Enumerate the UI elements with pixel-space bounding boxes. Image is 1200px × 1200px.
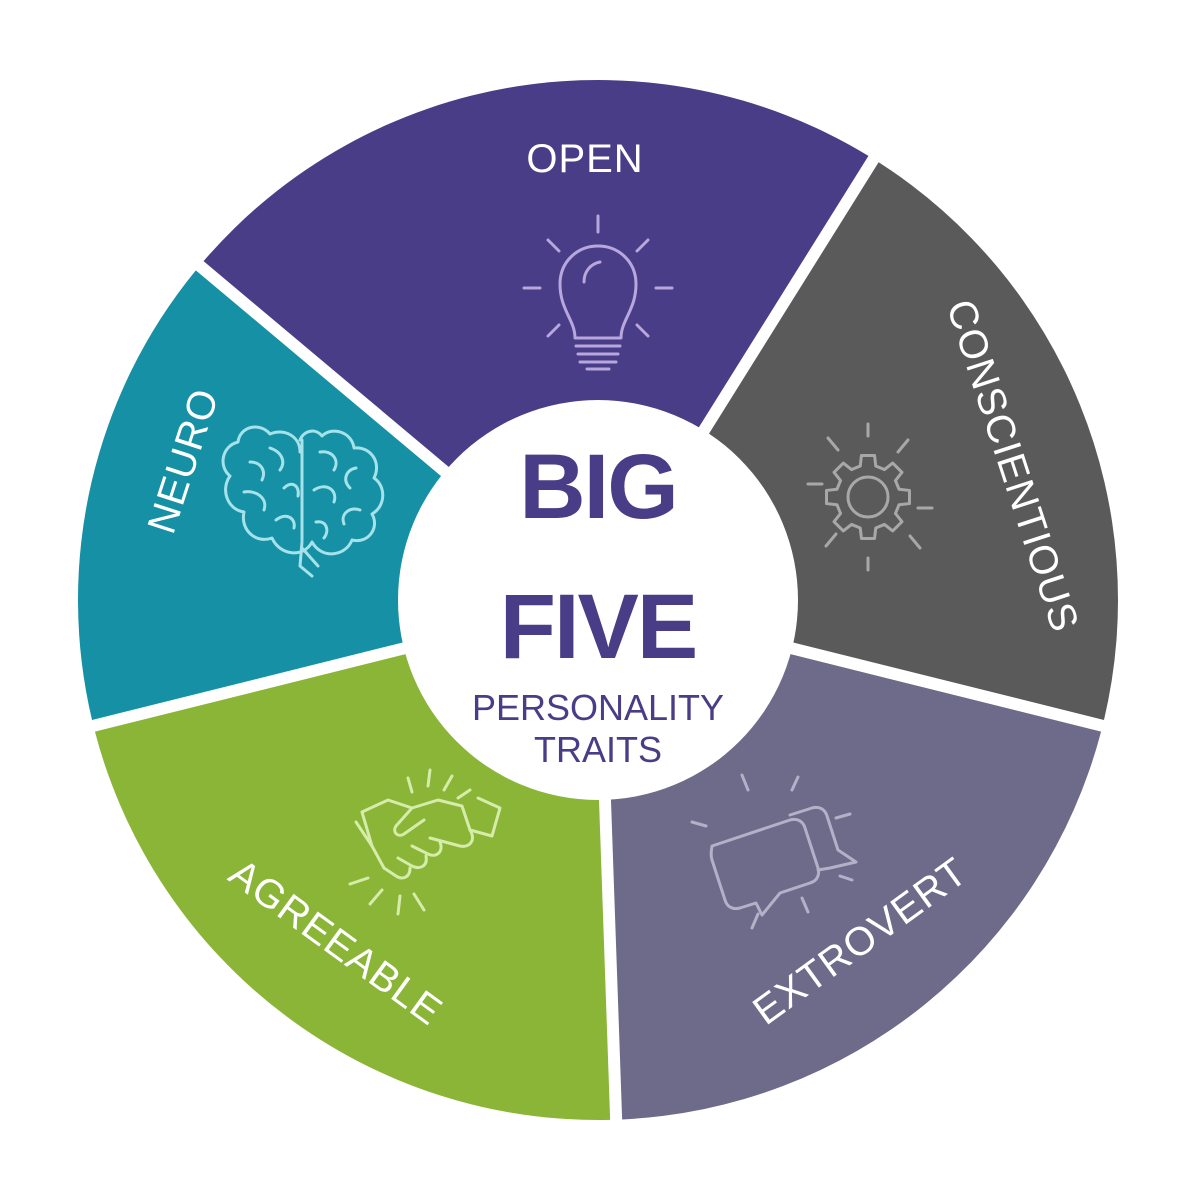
subtitle-traits: TRAITS	[534, 729, 662, 770]
segment-open	[203, 79, 869, 570]
gear-icon	[806, 422, 934, 572]
center-circle	[398, 400, 798, 800]
subtitle-personality: PERSONALITY	[472, 687, 724, 728]
title-line-big: BIG	[519, 436, 677, 538]
brain-icon	[221, 425, 385, 578]
chat-bubbles-icon	[690, 773, 858, 930]
lightbulb-icon	[522, 214, 674, 371]
handshake-icon	[348, 768, 502, 916]
title-line-five: FIVE	[500, 576, 696, 678]
segment-label-open: OPEN	[526, 137, 643, 181]
